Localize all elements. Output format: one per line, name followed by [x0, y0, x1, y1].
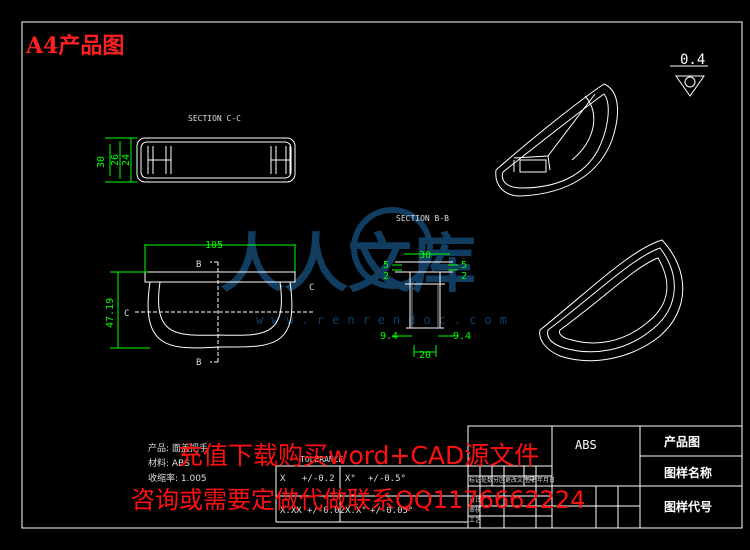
dim-bb-2-left: 2 — [383, 271, 389, 282]
section-bb-label: SECTION B-B — [396, 214, 449, 223]
front-view: 105 B B C C 47.19 — [105, 240, 315, 368]
watermark-line1: 充值下载购买word+CAD源文件 — [178, 441, 540, 470]
label-c-right: C — [309, 283, 314, 293]
dim-bb-5-left: 5 — [383, 260, 389, 271]
tb-label-process: 工艺 — [469, 516, 481, 524]
roughness-symbol: 0.4 — [670, 52, 708, 97]
title-block-drawing-code: 图样代号 — [664, 500, 713, 514]
page-title: A4产品图 — [26, 33, 125, 59]
tolerance-label: TOLERANCE — [300, 455, 344, 464]
dim-bb-30: 30 — [419, 250, 431, 261]
title-block-material: ABS — [575, 438, 597, 452]
tb-label-count: 处数 — [481, 476, 493, 484]
title-block-lines — [275, 425, 743, 529]
watermark-logo: 人人文库 www.renrendoc.com — [220, 207, 515, 327]
tol-xxx: X.XX — [280, 506, 302, 516]
dim-4719: 47.19 — [105, 298, 116, 328]
dim-bb-94-right: 9.4 — [453, 331, 471, 342]
iso-view-bottom — [539, 239, 684, 362]
tb-label-design: 设计 — [469, 496, 481, 504]
tol-deg-val: +/-0.5° — [368, 474, 406, 484]
tb-label-zone: 分区 — [493, 476, 505, 484]
note-shrink: 收缩率: 1.005 — [148, 472, 207, 484]
dim-105: 105 — [205, 240, 223, 251]
title-block-drawing-name: 图样名称 — [664, 466, 713, 480]
iso-view-top — [495, 83, 618, 197]
watermark-line2: 咨询或需要定做代做联系QQ1176662224 — [131, 486, 586, 514]
watermark-logo-text: 人人文库 — [220, 227, 476, 302]
note-product: 产品: 面盖把手 — [148, 442, 208, 454]
dim-cc-30: 30 — [96, 156, 107, 168]
label-b-bottom: B — [196, 358, 201, 368]
dim-cc-26: 26 — [110, 154, 121, 166]
title-block-small-labels: 标记 处数 分区 更改文件号 签名 年月日 设计 审核 工艺 — [469, 476, 555, 524]
drawing-border — [21, 21, 743, 529]
title-block-product-drawing: 产品图 — [664, 435, 701, 449]
dim-cc-24: 24 — [121, 154, 132, 166]
tol-xxx-val: +/-0.02 — [307, 506, 345, 516]
tb-label-change: 更改文件号 — [505, 476, 535, 484]
roughness-value: 0.4 — [680, 52, 705, 68]
tb-label-mark: 标记 — [469, 476, 481, 484]
notes-block: 产品: 面盖把手 材料: ABS 收缩率: 1.005 TOLERANCE X … — [148, 442, 413, 516]
dim-bb-94-left: 9.4 — [380, 331, 398, 342]
dim-bb-20: 20 — [419, 350, 431, 361]
note-material: 材料: ABS — [148, 457, 190, 469]
tb-label-sign: 签名 — [525, 476, 537, 484]
section-cc-label: SECTION C-C — [188, 114, 241, 123]
label-c-left: C — [124, 309, 129, 319]
tol-xx-deg: X.X° — [345, 506, 367, 516]
tol-xx-deg-val: +/-0.05° — [370, 506, 413, 516]
dim-bb-5-right: 5 — [461, 260, 467, 271]
tol-x-val: +/-0.2 — [302, 474, 335, 484]
section-bb-view: SECTION B-B 30 5 2 5 2 9.4 9.4 20 — [380, 214, 471, 361]
tb-label-date: 年月日 — [537, 476, 555, 484]
tb-label-review: 审核 — [469, 506, 481, 514]
label-b-top: B — [196, 260, 201, 270]
dim-bb-2-right: 2 — [461, 271, 467, 282]
tol-deg: X° — [345, 474, 356, 484]
tol-x: X — [280, 474, 286, 484]
section-cc-view: SECTION C-C 30 26 24 — [96, 114, 296, 183]
watermark-logo-url: www.renrendoc.com — [256, 313, 515, 327]
